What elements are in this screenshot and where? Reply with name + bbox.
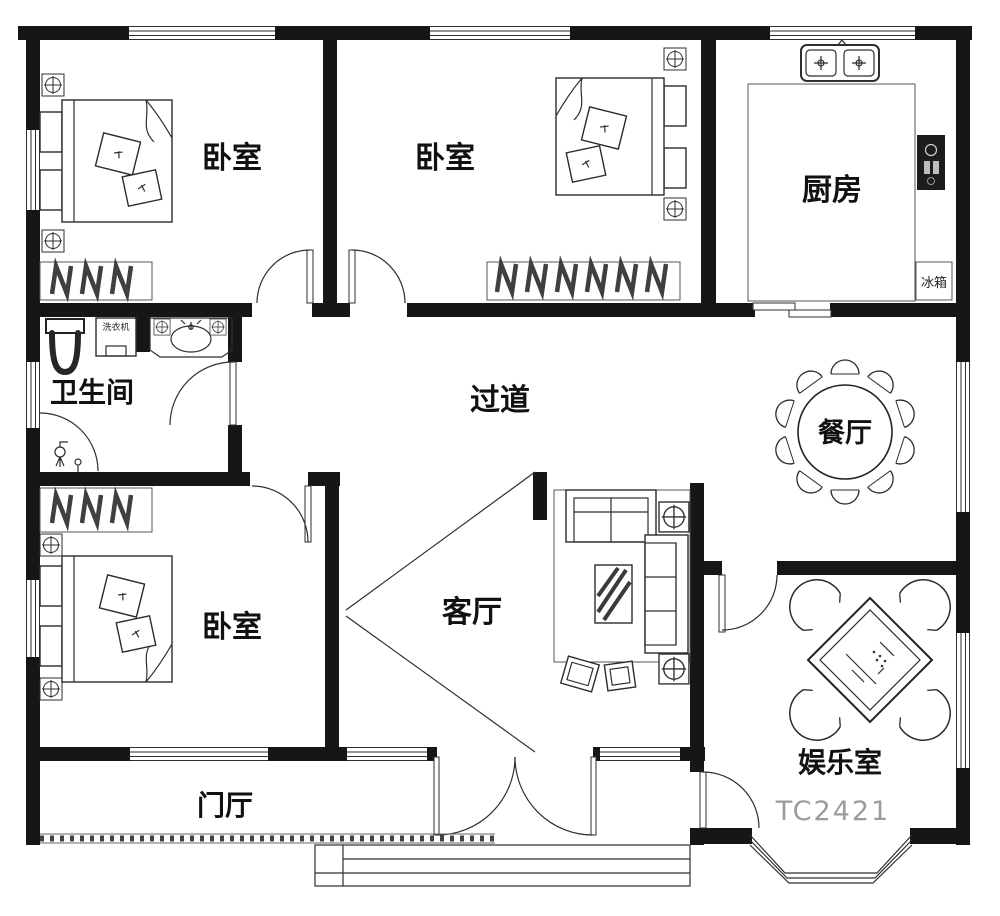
- label-game-room: 娱乐室: [798, 746, 882, 779]
- room-game: 娱乐室 TC2421: [775, 567, 963, 827]
- label-washer: 洗衣机: [102, 321, 129, 333]
- shower-icon: [39, 412, 99, 472]
- room-bedroom-1: 卧室: [39, 73, 262, 301]
- bay-window: [749, 834, 913, 884]
- label-kitchen: 厨房: [802, 173, 862, 208]
- label-dining: 餐厅: [818, 418, 872, 449]
- fridge: 冰箱: [915, 261, 953, 301]
- room-kitchen: 冰箱 厨房: [747, 39, 953, 302]
- room-living: 客厅: [442, 489, 691, 693]
- exterior-walls: [18, 26, 972, 845]
- vanity-sink: [149, 317, 233, 358]
- foyer-porch: 门厅: [40, 789, 691, 887]
- dining-table: [797, 384, 893, 480]
- game-table: [806, 596, 934, 724]
- stove-icon: [917, 135, 945, 190]
- label-living: 客厅: [442, 595, 502, 630]
- plan-code: TC2421: [775, 796, 890, 827]
- toilet-icon: [45, 318, 85, 376]
- label-foyer: 门厅: [197, 789, 253, 822]
- label-bedroom-2: 卧室: [415, 141, 475, 176]
- room-bedroom-2: 卧室: [415, 47, 687, 301]
- doors: [169, 249, 832, 836]
- room-dining: 餐厅: [771, 359, 919, 505]
- label-bedroom-1: 卧室: [202, 141, 262, 176]
- room-bathroom: 洗衣机 卫生间: [39, 317, 233, 472]
- label-bathroom: 卫生间: [50, 376, 134, 409]
- label-hallway: 过道: [470, 383, 530, 418]
- opening-marker: [345, 471, 536, 753]
- label-fridge: 冰箱: [921, 275, 947, 291]
- windows: [26, 26, 970, 768]
- room-bedroom-3: 卧室: [39, 487, 262, 701]
- washing-machine: 洗衣机: [95, 317, 137, 357]
- label-bedroom-3: 卧室: [202, 610, 262, 645]
